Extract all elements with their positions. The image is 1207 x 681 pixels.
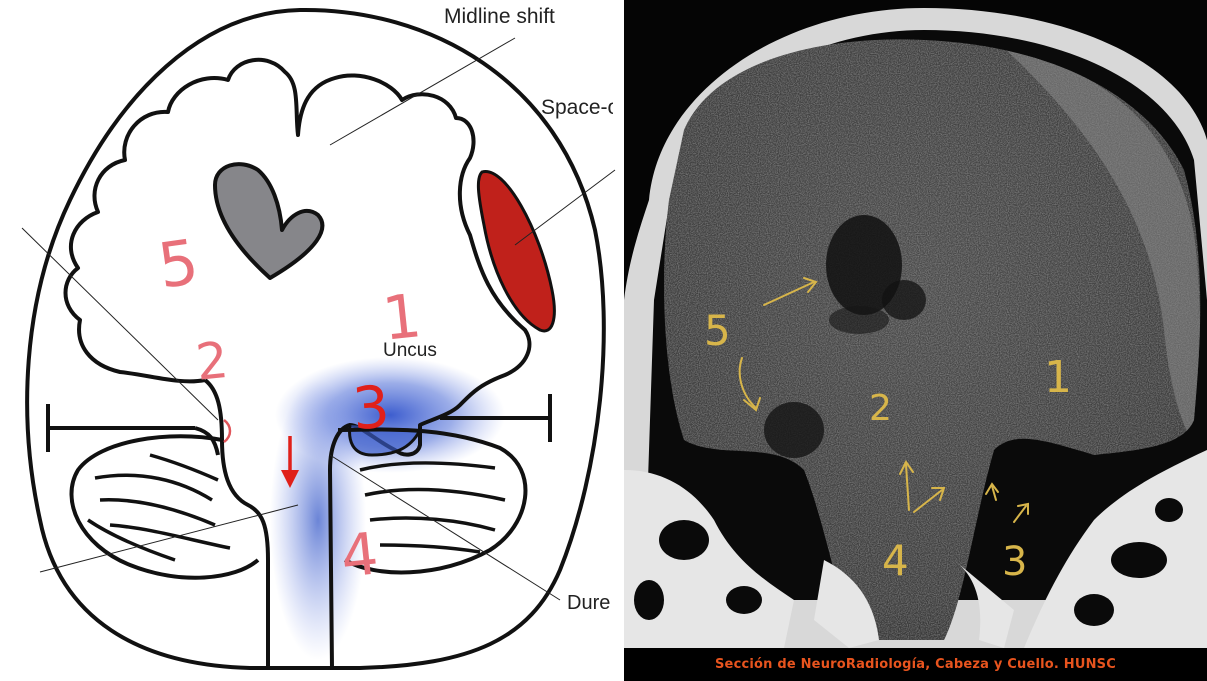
label-dure: Dure [567,592,617,615]
diagram-number: 3 [350,373,392,443]
ct-number: 4 [882,536,909,585]
diagram-number: 2 [193,331,231,392]
label-space-occupying: Space-o [541,96,613,120]
tonsillar-herniation-glow [270,380,366,660]
ct-number: 5 [704,306,731,355]
ct-scan-image: 5 2 1 4 3 [624,0,1207,648]
diagram-number: 4 [338,519,382,590]
label-uncus: Uncus [383,340,437,362]
diagram-svg: 5 2 1 3 4 [0,0,622,681]
ct-number: 3 [1002,539,1027,585]
ct-scan-panel: 5 2 1 4 3 Sección de NeuroRadiología, Ca… [624,0,1207,681]
ct-number: 1 [1044,352,1072,403]
label-midline-shift: Midline shift [444,5,555,29]
ct-temporal-horn [764,402,824,458]
ct-number: 2 [869,388,892,429]
ct-credit-caption: Sección de NeuroRadiología, Cabeza y Cue… [624,648,1207,681]
herniation-diagram: 5 2 1 3 4 Midline shift Space-o Uncus Du… [0,0,622,681]
